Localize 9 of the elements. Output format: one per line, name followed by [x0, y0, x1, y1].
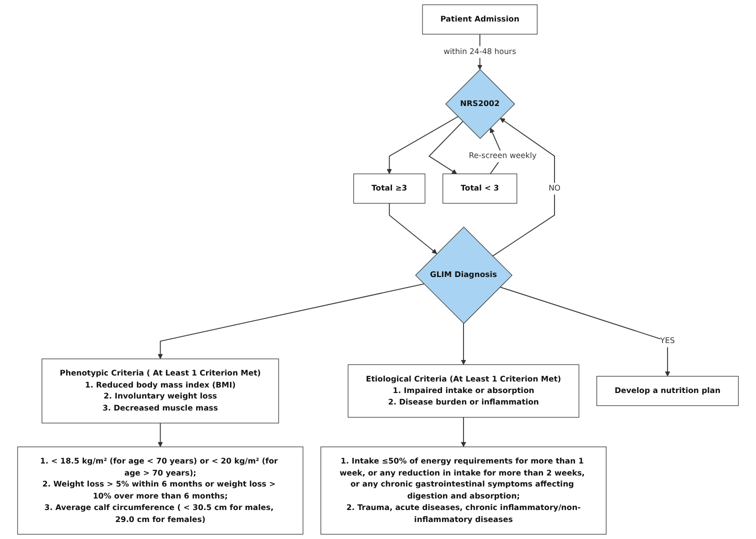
arrow — [386, 116, 458, 174]
arrow — [158, 422, 163, 448]
arrow — [428, 121, 464, 174]
arrow — [492, 118, 555, 257]
arrow — [500, 286, 670, 376]
arrow — [158, 283, 424, 360]
arrow — [388, 202, 438, 254]
arrow — [460, 323, 466, 365]
arrow — [460, 416, 466, 448]
